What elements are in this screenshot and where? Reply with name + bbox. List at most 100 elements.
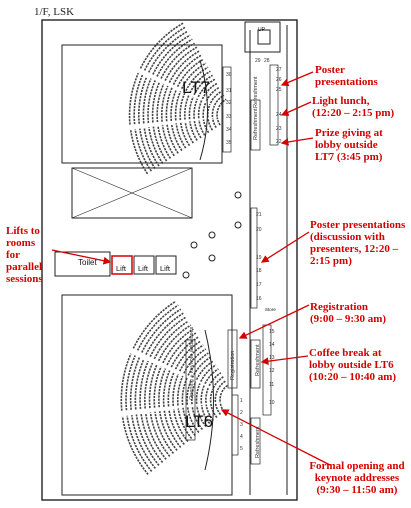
sign-box	[250, 417, 261, 465]
lt6-seat-row	[126, 415, 153, 472]
board-3: 3	[240, 422, 243, 428]
board-2: 2	[240, 410, 243, 416]
annotation-arrow	[280, 101, 312, 116]
lt7-seat-row	[189, 121, 198, 141]
board-18: 18	[256, 268, 262, 274]
board-14: 14	[269, 342, 275, 348]
lt7-seat-row	[133, 74, 144, 125]
lt6-seat-row	[208, 372, 222, 387]
sign-box	[185, 339, 196, 441]
lt7-seat-row	[174, 91, 182, 121]
lift-box	[133, 255, 155, 275]
lt7-seat-row	[156, 83, 165, 123]
poster-board-column	[222, 66, 232, 153]
board-22: 22	[276, 139, 282, 145]
stair-inner	[257, 29, 271, 45]
lt7-seat-row	[202, 119, 210, 134]
annotation-arrow	[220, 409, 331, 466]
lt7-seat-row	[151, 81, 161, 123]
lt6-seat-row	[195, 360, 214, 380]
lt6-seat-row	[162, 328, 194, 364]
lt6-seat-row	[145, 312, 184, 355]
lt7-seat-row	[211, 118, 217, 129]
board-23: 23	[276, 126, 282, 132]
board-19: 19	[256, 255, 262, 261]
board-32: 32	[226, 100, 232, 106]
refreshment-sign-lt7-lower: Refreshment	[253, 76, 259, 109]
lift-label-1: Lift	[116, 264, 127, 273]
board-31: 31	[226, 88, 232, 94]
column	[190, 241, 198, 249]
lt7-seat-row	[143, 26, 186, 71]
lt7-seat-row	[179, 122, 191, 147]
lt7-seat-row	[193, 98, 199, 119]
lt6-seat-row	[148, 364, 158, 409]
lt6-seat-row	[181, 377, 188, 406]
lt7-seat-row	[207, 118, 214, 131]
lt6-seat-row	[144, 362, 154, 409]
lt7-wall	[61, 44, 223, 164]
lt6-seat-row	[216, 380, 227, 391]
lt7-seat-row	[201, 82, 218, 100]
board-11: 11	[269, 382, 275, 388]
lt7-seat-row	[166, 124, 179, 154]
lt7-seat-row	[172, 54, 202, 85]
board-12: 12	[269, 368, 275, 374]
registration-sign: Registration	[230, 350, 236, 380]
column	[208, 231, 216, 239]
annotation-arrow	[280, 71, 314, 87]
lt6-seat-row	[204, 368, 219, 385]
board-28: 28	[264, 58, 270, 64]
lt6-seat-row	[205, 404, 214, 422]
lt6-seat-row	[134, 358, 145, 410]
annotation-arrows	[51, 71, 331, 466]
lt6-seat-row	[135, 414, 160, 466]
lt6-seat-row	[157, 324, 192, 362]
lt6-seat-row	[212, 376, 224, 389]
opening-keynote-sign: Opening + keynote addresses	[189, 326, 195, 400]
board-26: 26	[276, 77, 282, 83]
lt6-seat-row	[121, 416, 149, 475]
board-10: 10	[269, 400, 275, 406]
lt6-seat-row	[186, 407, 200, 434]
lt7-seat-row	[193, 120, 202, 139]
outer-wall	[41, 19, 298, 501]
lt7-seat-row	[189, 70, 211, 94]
lt6-seat-row	[167, 371, 175, 407]
lt6-seat-row	[209, 388, 214, 403]
sign-box	[227, 329, 238, 389]
board-17: 17	[256, 282, 262, 288]
lt6-seat-row	[219, 392, 223, 402]
poster-board-column	[231, 394, 239, 456]
column	[234, 191, 242, 199]
lt6-seat-row	[191, 381, 197, 405]
lt7-seat-row	[184, 121, 194, 144]
lt6-seat-row	[186, 379, 193, 405]
lt6-seat-row	[149, 316, 187, 358]
lt7-seat-row	[206, 103, 211, 118]
lt6-seat-row	[168, 409, 185, 446]
service-block	[71, 167, 193, 219]
lt7-seat-row	[185, 66, 209, 92]
annotation-registration: Registration(9:00 – 9:30 am)	[310, 301, 387, 325]
board-27: 27	[276, 67, 282, 73]
lt6-seat-row	[176, 375, 184, 406]
lt7-seat-row	[157, 125, 172, 159]
lt7-seat-row	[202, 102, 207, 118]
board-20: 20	[256, 227, 262, 233]
refreshment-sign-lt7-upper: Refreshment	[253, 108, 259, 141]
lt7-seat-row	[197, 100, 203, 119]
lift-label-2: Lift	[138, 264, 149, 273]
lt7-seat-row	[143, 127, 160, 167]
lt6-stage	[204, 329, 214, 471]
board-16: 16	[256, 296, 262, 302]
column	[234, 221, 242, 229]
annotation-arrow	[51, 249, 112, 265]
lt6-seat-row	[153, 320, 189, 360]
lt7-seat-row	[216, 117, 221, 126]
lt6-seat-row	[154, 411, 175, 454]
lt6-seat-row	[153, 366, 162, 408]
